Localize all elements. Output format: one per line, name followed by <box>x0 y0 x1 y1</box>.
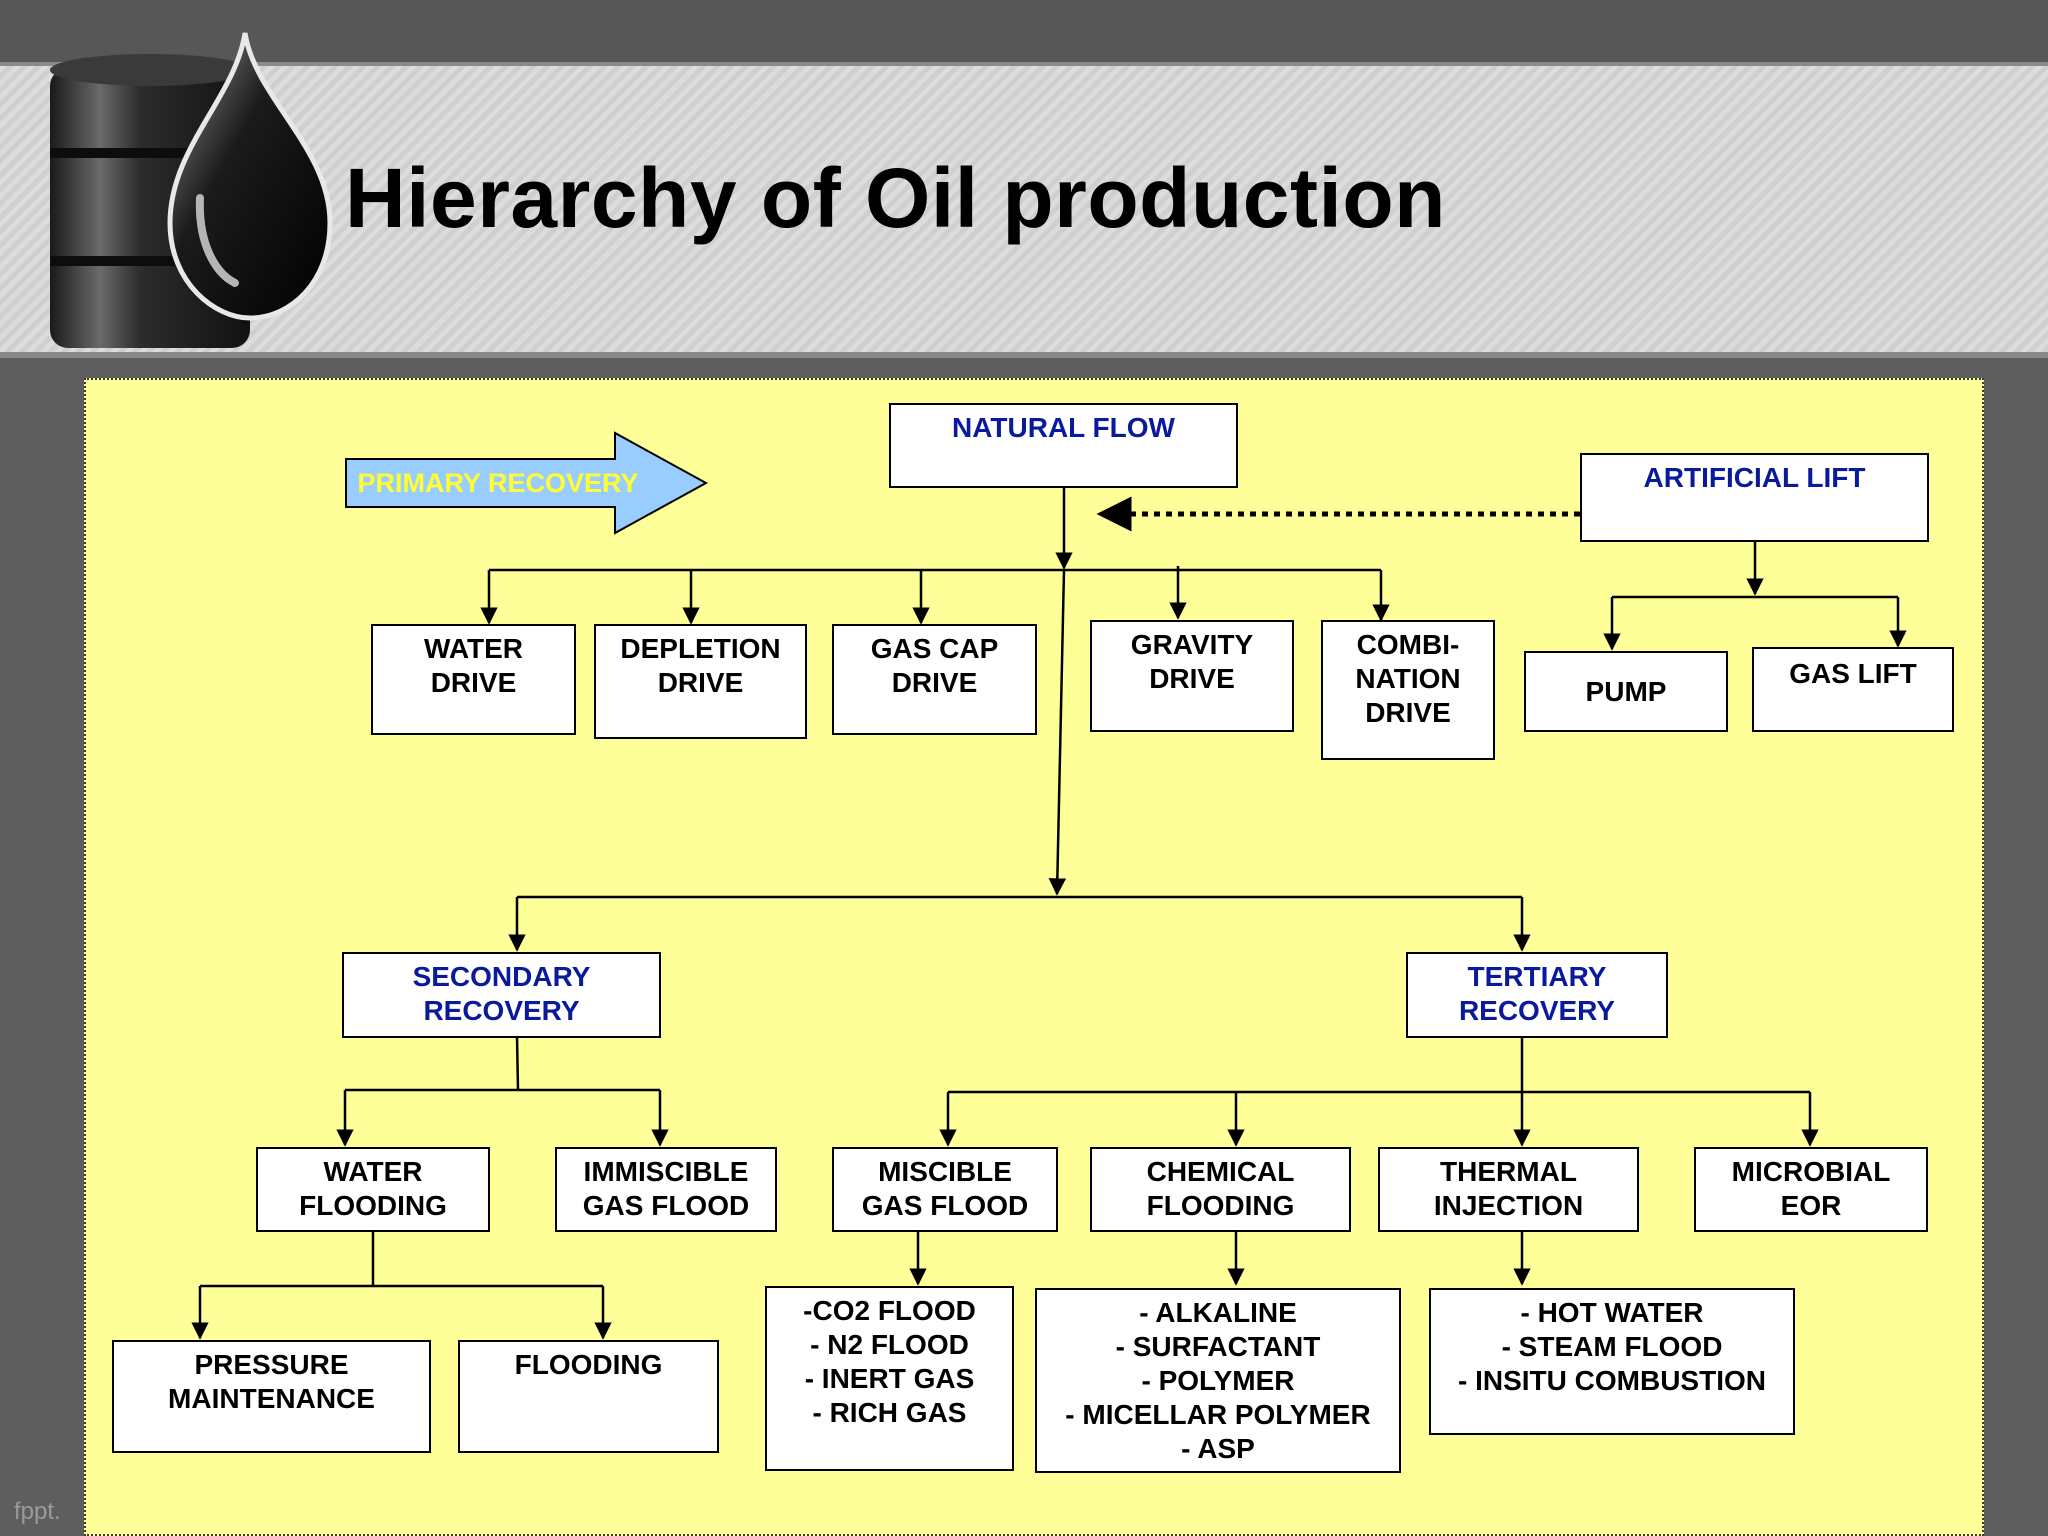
thermal-methods-box: - HOT WATER - STEAM FLOOD - INSITU COMBU… <box>1429 1288 1795 1435</box>
top-bar <box>0 0 2048 62</box>
artificial-lift-box: ARTIFICIAL LIFT <box>1580 453 1929 542</box>
miscible-gas-flood-label: MISCIBLE GAS FLOOD <box>861 1156 1029 1221</box>
title-band <box>0 62 2048 358</box>
pressure-maintenance-box: PRESSURE MAINTENANCE <box>112 1340 431 1453</box>
oil-barrel-logo-icon <box>50 32 333 348</box>
gravity-drive-label: GRAVITY DRIVE <box>1130 629 1254 694</box>
depletion-drive-label: DEPLETION DRIVE <box>620 633 781 698</box>
thermal-methods-list: - HOT WATER - STEAM FLOOD - INSITU COMBU… <box>1458 1297 1766 1396</box>
thermal-injection-label: THERMAL INJECTION <box>1433 1156 1584 1221</box>
flooding-box: FLOODING <box>458 1340 719 1453</box>
miscible-methods-list: -CO2 FLOOD - N2 FLOOD - INERT GAS - RICH… <box>803 1295 976 1428</box>
pump-label: PUMP <box>1585 675 1667 707</box>
secondary-recovery-label: SECONDARY RECOVERY <box>412 961 591 1026</box>
natural-flow-label: NATURAL FLOW <box>952 412 1175 443</box>
gas-cap-drive-label: GAS CAP DRIVE <box>870 633 999 698</box>
miscible-gas-flood-box: MISCIBLE GAS FLOOD <box>832 1147 1058 1232</box>
gas-cap-drive-box: GAS CAP DRIVE <box>832 624 1037 735</box>
water-drive-label: WATER DRIVE <box>423 633 524 698</box>
secondary-recovery-box: SECONDARY RECOVERY <box>342 952 661 1038</box>
tertiary-recovery-label: TERTIARY RECOVERY <box>1458 961 1616 1026</box>
artificial-lift-label: ARTIFICIAL LIFT <box>1643 462 1866 493</box>
chemical-methods-list: - ALKALINE - SURFACTANT - POLYMER - MICE… <box>1065 1297 1371 1464</box>
flooding-label: FLOODING <box>514 1349 663 1380</box>
immiscible-gas-flood-label: IMMISCIBLE GAS FLOOD <box>582 1156 750 1221</box>
water-flooding-label: WATER FLOODING <box>299 1156 447 1221</box>
gas-lift-label: GAS LIFT <box>1789 658 1917 689</box>
gas-lift-box: GAS LIFT <box>1752 647 1954 732</box>
microbial-eor-label: MICROBIAL EOR <box>1731 1156 1891 1221</box>
tertiary-recovery-box: TERTIARY RECOVERY <box>1406 952 1668 1038</box>
pump-box: PUMP <box>1524 651 1728 732</box>
depletion-drive-box: DEPLETION DRIVE <box>594 624 807 739</box>
water-drive-box: WATER DRIVE <box>371 624 576 735</box>
chemical-flooding-label: CHEMICAL FLOODING <box>1146 1156 1295 1221</box>
microbial-eor-box: MICROBIAL EOR <box>1694 1147 1928 1232</box>
immiscible-gas-flood-box: IMMISCIBLE GAS FLOOD <box>555 1147 777 1232</box>
gravity-drive-box: GRAVITY DRIVE <box>1090 620 1294 732</box>
pressure-maintenance-label: PRESSURE MAINTENANCE <box>168 1349 375 1414</box>
footer-watermark: fppt. <box>14 1498 61 1525</box>
chemical-methods-box: - ALKALINE - SURFACTANT - POLYMER - MICE… <box>1035 1288 1401 1473</box>
combination-drive-box: COMBI- NATION DRIVE <box>1321 620 1495 760</box>
primary-recovery-label: PRIMARY RECOVERY <box>357 468 639 498</box>
miscible-methods-box: -CO2 FLOOD - N2 FLOOD - INERT GAS - RICH… <box>765 1286 1014 1471</box>
chemical-flooding-box: CHEMICAL FLOODING <box>1090 1147 1351 1232</box>
natural-flow-box: NATURAL FLOW <box>889 403 1238 488</box>
water-flooding-box: WATER FLOODING <box>256 1147 490 1232</box>
slide-title: Hierarchy of Oil production <box>345 151 1446 245</box>
thermal-injection-box: THERMAL INJECTION <box>1378 1147 1639 1232</box>
combination-drive-label: COMBI- NATION DRIVE <box>1355 629 1461 728</box>
